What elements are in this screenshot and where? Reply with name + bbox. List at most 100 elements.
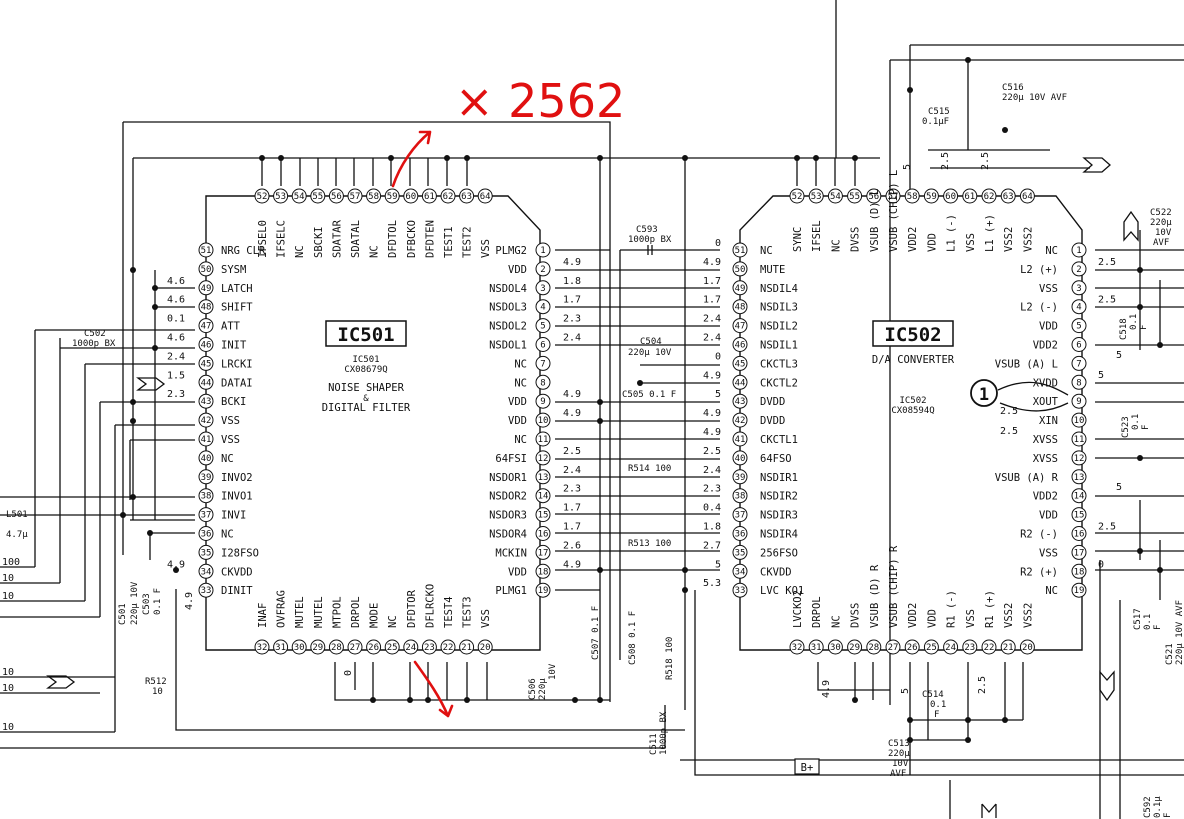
ic501-labels: IC501 IC501 CX08679Q NOISE SHAPER & DIGI… — [322, 320, 411, 414]
ic502-bottom-pin: 31 — [808, 639, 824, 655]
c592-ref: C592 — [1143, 796, 1153, 818]
pin-number: 18 — [1074, 567, 1085, 577]
pin-number: 15 — [1074, 511, 1085, 521]
pin-number: 54 — [830, 192, 841, 202]
ic501-top-pin: 63 — [459, 188, 475, 204]
ic501-pin-name: NC — [514, 434, 527, 446]
ic502-pin-voltage: 0 — [715, 351, 721, 362]
pin-number: 12 — [538, 454, 549, 464]
c518-ref: C518 — [1119, 318, 1129, 340]
ic501-pin-name: INVI — [221, 510, 246, 522]
ic502-bottom-pin: 29 — [847, 639, 863, 655]
pin-number: 61 — [964, 192, 975, 202]
ic501-pin-voltage: 4.9 — [563, 408, 581, 419]
ic501-bottom-pin: 31 — [273, 639, 289, 655]
signal-arrow-icon — [1099, 670, 1115, 702]
c506-voltage: 10V — [548, 663, 558, 680]
ic501-left-pin: 44 — [198, 374, 214, 390]
ic501-bottom-pin: 21 — [459, 639, 475, 655]
ic501-top-pin: 61 — [421, 188, 437, 204]
component-labels: C593 1000p BX C504 220µ 10V C505 0.1 F R… — [6, 83, 1184, 818]
pin-number: 57 — [350, 192, 361, 202]
ic501-top-pin: 54 — [291, 188, 307, 204]
ic501-pin-name: NSDOL3 — [489, 302, 527, 314]
ic502-bottom-pin: 30 — [827, 639, 843, 655]
edge-label: 10 — [2, 667, 14, 678]
ic502-pin-name: R1 (+) — [984, 590, 996, 628]
ic502-right-pin: 7 — [1071, 355, 1087, 371]
ic501-pin-voltage: 2.4 — [167, 351, 185, 362]
ic502-bottom-voltage: 2.5 — [977, 676, 988, 694]
ic501-top-pin: 57 — [347, 188, 363, 204]
ic502-part: IC502 — [899, 396, 926, 406]
ic502-pin-name: VSUB (CHIP) L — [888, 170, 900, 252]
ic502-top-pin: 64 — [1019, 188, 1035, 204]
ic502-left-pin: 41 — [732, 431, 748, 447]
ic501-pin-voltage: 4.6 — [167, 295, 185, 306]
c514-unit: F — [934, 710, 939, 720]
pin-number: 23 — [964, 643, 975, 653]
pin-number: 2 — [540, 265, 545, 275]
pin-number: 47 — [735, 322, 746, 332]
ic501-ref: IC501 — [337, 324, 394, 346]
pin-number: 35 — [201, 548, 212, 558]
ic501-pin-name: DFDTEN — [424, 220, 436, 258]
ic501-left-pin: 34 — [198, 563, 214, 579]
ic502-left-pin: 39 — [732, 469, 748, 485]
ic501-function-line2: & — [363, 394, 369, 404]
pin-number: 26 — [907, 643, 918, 653]
ic502-pin-name: XOUT — [1033, 396, 1059, 408]
ic501-left-pin: 43 — [198, 393, 214, 409]
ic502-pin-name: CKCTL3 — [760, 358, 798, 370]
ic501-right-pin: 6 — [535, 337, 551, 352]
pin-number: 58 — [368, 192, 379, 202]
pin-number: 46 — [201, 341, 212, 351]
pin-number: 56 — [331, 192, 342, 202]
pin-number: 59 — [387, 192, 398, 202]
ic502-pin-name: L2 (-) — [1020, 302, 1058, 314]
ic502-left-pin: 38 — [732, 488, 748, 504]
pin-number: 13 — [538, 473, 549, 483]
ic501-bottom-pin: 22 — [440, 639, 456, 655]
ic501-pin-voltage: 1.8 — [563, 276, 581, 287]
ic501-pin-name: INAF — [257, 603, 269, 628]
pin-number: 49 — [735, 284, 746, 294]
c521-value: 220µ 10V AVF — [1175, 600, 1184, 665]
ic502-labels: IC502 D/A CONVERTER IC502 CX08594Q 1 — [872, 320, 1069, 416]
ic501-pin-name: NSDOL2 — [489, 321, 527, 333]
ic501-pin-name: MCKIN — [495, 547, 527, 559]
ic502-right-pin: 16 — [1071, 526, 1087, 541]
ic501-left-pin: 35 — [198, 544, 214, 560]
ic501-function-line1: NOISE SHAPER — [328, 382, 405, 394]
pin-number: 44 — [201, 378, 212, 388]
c593-ref: C593 — [636, 225, 658, 235]
ic502-pin-name: 64FSO — [760, 453, 792, 465]
ic501-right-pin: 12 — [535, 450, 551, 466]
ic501-top-pin: 62 — [440, 188, 456, 204]
ic501-pin-name: SHIFT — [221, 302, 253, 314]
signal-arrows — [46, 157, 1139, 818]
ic501-body — [205, 195, 541, 651]
pin-number: 46 — [735, 341, 746, 351]
ic502-pin-name: L2 (+) — [1020, 264, 1058, 276]
ic502-pin-name: R2 (+) — [1020, 566, 1058, 578]
ic502-pin-name: CKCTL2 — [760, 377, 798, 389]
ic502-side-voltage: 2.5 — [1000, 426, 1018, 437]
ic502-right-pin: 5 — [1071, 318, 1087, 334]
ic502-top-pin: 59 — [923, 188, 939, 204]
ic502-pin-name: DVDD — [760, 396, 785, 408]
c501-ref: C501 — [118, 603, 128, 625]
ic501-pin-voltage: 2.3 — [563, 484, 581, 495]
ic501-pin-voltage: 2.3 — [167, 389, 185, 400]
ic501-pin-name: VDD — [508, 566, 527, 578]
ic502-pin-name: XVSS — [1033, 434, 1058, 446]
ic502-left-pin: 47 — [732, 318, 748, 334]
ic502-pin-voltage: 2.7 — [703, 540, 721, 551]
ic501-top-pin: 52 — [254, 188, 270, 204]
pin-number: 43 — [201, 397, 212, 407]
ic502-left-pin: 33 — [732, 582, 748, 598]
ic502-pin-voltage: 2.5 — [1098, 257, 1116, 268]
pin-number: 8 — [1076, 378, 1081, 388]
r514-label: R514 100 — [628, 464, 671, 474]
ic502-pin-voltage: 4.9 — [703, 257, 721, 268]
